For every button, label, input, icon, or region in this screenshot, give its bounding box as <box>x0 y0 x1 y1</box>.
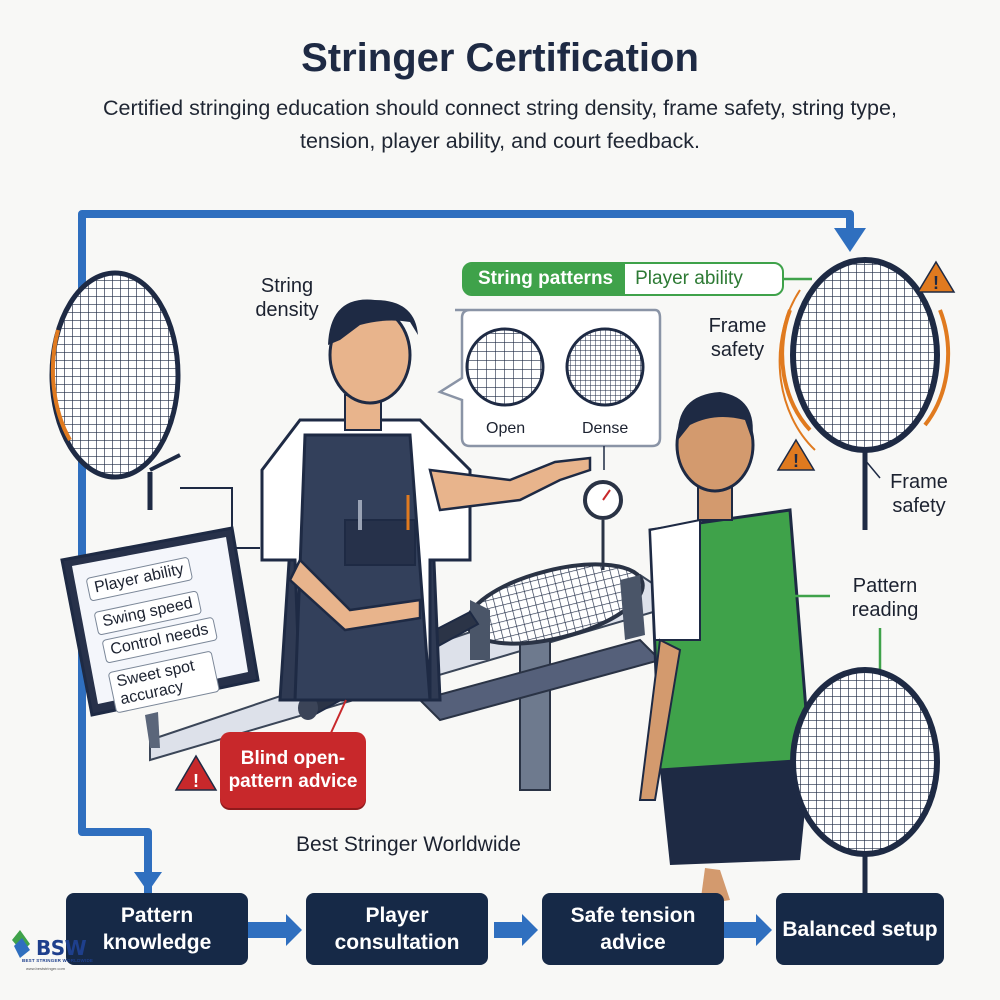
brand-logo <box>12 930 30 958</box>
svg-text:!: ! <box>793 451 799 471</box>
label-frame-safety-right: Frame safety <box>890 471 948 517</box>
svg-text:!: ! <box>933 273 939 293</box>
flow-arrow <box>248 914 302 946</box>
racket-bottom-right <box>790 667 940 905</box>
logo-tagline: BEST STRINGER WORLDWIDE <box>22 958 94 963</box>
racket-left <box>49 270 181 510</box>
label-string-density: String density <box>255 275 319 321</box>
flow-arrow <box>718 914 772 946</box>
page-title: Stringer Certification <box>301 36 699 80</box>
flow-arrow <box>494 914 538 946</box>
page-subtitle: Certified stringing education should con… <box>103 96 897 153</box>
brand-line: Best Stringer Worldwide <box>296 833 521 856</box>
warning-icon: ! <box>916 260 956 293</box>
racket-top-right <box>778 257 951 530</box>
step-pattern-knowledge: Pattern knowledge <box>66 893 248 965</box>
label-open: Open <box>486 420 526 437</box>
logo-mark-text: BSW <box>36 936 87 960</box>
label-frame-safety-top: Frame safety <box>708 315 767 361</box>
step-balanced-setup: Balanced setup <box>776 893 944 965</box>
pattern-bubble <box>437 308 662 470</box>
warning-box: Blind open-pattern advice <box>220 732 366 808</box>
warning-icon: ! <box>174 754 218 791</box>
step-player-consultation: Player consultation <box>306 893 488 965</box>
stringer-person <box>260 299 592 702</box>
string-patterns-callout: String patterns Player ability <box>462 262 784 296</box>
callout-secondary: Player ability <box>635 268 743 289</box>
label-dense: Dense <box>582 420 629 437</box>
logo-url: www.beststringer.com <box>26 966 65 971</box>
label-pattern-reading: Pattern reading <box>851 575 919 621</box>
callout-primary: String patterns <box>464 264 626 294</box>
flow-loop <box>78 210 854 895</box>
step-safe-tension-advice: Safe tension advice <box>542 893 724 965</box>
svg-text:!: ! <box>193 771 199 791</box>
warning-icon: ! <box>776 438 816 471</box>
